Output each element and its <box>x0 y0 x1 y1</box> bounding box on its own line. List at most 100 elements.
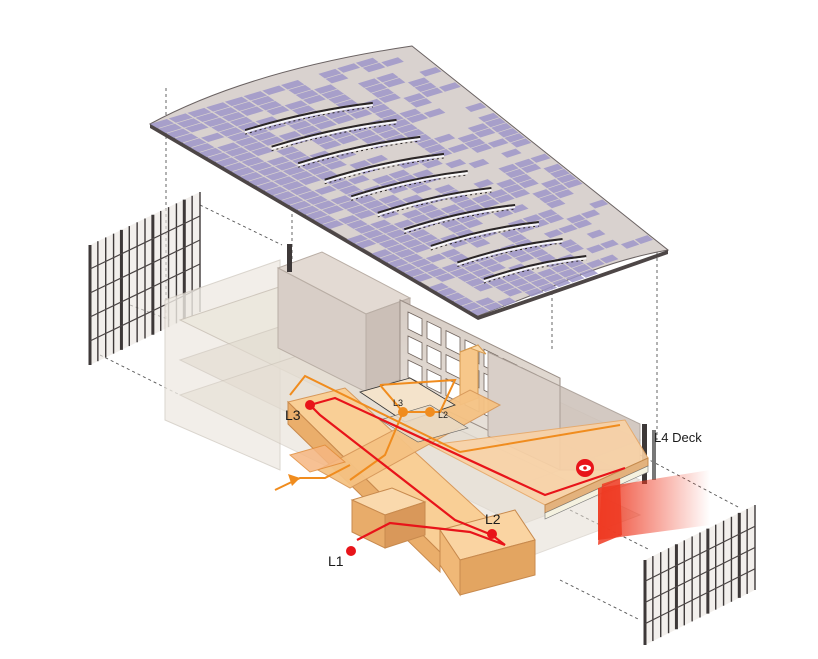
solar-panel <box>620 239 640 249</box>
solar-panel <box>514 224 535 234</box>
skylight <box>297 138 421 167</box>
label-l4-deck: L4 Deck <box>654 430 702 445</box>
solar-panel <box>346 205 368 215</box>
l2-marker <box>487 529 497 539</box>
solar-panel <box>349 109 373 119</box>
solar-panel <box>187 107 212 118</box>
solar-panel <box>552 278 571 288</box>
solar-panel <box>543 229 564 239</box>
solar-panel <box>404 268 425 278</box>
label-l2: L2 <box>485 511 501 527</box>
solar-panel <box>448 253 469 263</box>
solar-panel <box>314 185 337 195</box>
solar-panel <box>599 254 619 264</box>
solar-panel <box>215 157 239 167</box>
solar-panel <box>471 194 493 204</box>
solar-panel <box>240 106 264 116</box>
solar-panel <box>195 112 220 123</box>
solar-panel <box>265 171 289 181</box>
solar-panel <box>509 278 529 287</box>
l1-marker <box>346 546 356 556</box>
solar-panel <box>515 268 536 278</box>
solar-panel <box>378 129 401 139</box>
solar-panel <box>634 235 654 245</box>
eye-icon[interactable] <box>576 459 594 477</box>
solar-panel <box>510 138 532 148</box>
truss <box>244 101 373 132</box>
solar-panel <box>386 199 408 209</box>
solar-panel <box>211 122 235 132</box>
solar-panel <box>378 93 401 103</box>
solar-panel <box>338 185 361 195</box>
solar-panel <box>166 128 191 138</box>
solar-panel <box>243 141 267 152</box>
solar-panel <box>281 196 304 206</box>
solar-panel <box>237 121 261 132</box>
solar-panel <box>497 128 519 138</box>
solar-panel <box>395 123 418 134</box>
solar-panel <box>580 209 601 219</box>
solar-panel <box>417 139 439 149</box>
solar-panel <box>364 83 388 93</box>
label-l3: L3 <box>285 407 301 423</box>
solar-panel <box>266 156 290 166</box>
solar-panel <box>424 209 446 219</box>
solar-panel <box>401 209 423 219</box>
skylight-trusses <box>244 101 587 284</box>
solar-panel <box>529 248 549 258</box>
solar-panel <box>556 174 577 184</box>
solar-panel <box>376 72 399 83</box>
solar-panel <box>362 199 384 209</box>
solar-panel <box>465 278 486 287</box>
solar-panel <box>440 219 461 229</box>
skylight <box>324 155 445 183</box>
solar-panel <box>543 163 564 173</box>
solar-panel <box>207 152 231 162</box>
solar-panel <box>378 194 400 204</box>
solar-panel <box>366 154 389 165</box>
solar-panel <box>255 116 279 126</box>
solar-panel <box>274 161 298 171</box>
solar-panel <box>224 96 249 107</box>
solar-panel <box>354 209 376 219</box>
solar-panel <box>504 133 525 143</box>
solar-panel <box>314 200 336 210</box>
solar-panel <box>346 234 369 244</box>
solar-panel <box>292 105 315 115</box>
transom <box>89 239 201 294</box>
solar-panel <box>386 244 408 253</box>
solar-panel <box>383 77 406 88</box>
solar-panel <box>565 259 584 268</box>
solar-panel <box>423 108 446 118</box>
solar-panel <box>386 229 407 239</box>
solar-panel <box>484 117 506 128</box>
solar-panel <box>498 163 519 173</box>
solar-panel <box>501 273 522 282</box>
view-cone <box>598 470 710 540</box>
solar-panel <box>321 89 345 99</box>
solar-panel <box>589 199 609 209</box>
solar-panel <box>410 184 432 194</box>
solar-panel <box>394 248 416 258</box>
solar-panel <box>399 108 422 118</box>
solar-panel <box>441 263 462 273</box>
solar-panel <box>278 131 302 141</box>
solar-panel <box>337 63 361 73</box>
solar-panel <box>421 159 443 169</box>
solar-panel <box>338 200 361 210</box>
solar-panel <box>573 219 593 229</box>
l2-small-marker <box>425 407 435 417</box>
solar-panel <box>346 219 368 229</box>
solar-panel <box>566 214 586 224</box>
solar-panel <box>507 248 528 258</box>
solar-panel <box>257 166 281 176</box>
label-l3-small: L3 <box>393 398 403 408</box>
solar-panel <box>266 105 290 116</box>
solar-panel <box>250 146 274 156</box>
label-l2-small: L2 <box>438 410 448 420</box>
solar-panel <box>544 214 565 224</box>
solar-panel <box>387 258 409 268</box>
solar-panel <box>523 273 543 283</box>
solar-panel <box>402 194 424 204</box>
